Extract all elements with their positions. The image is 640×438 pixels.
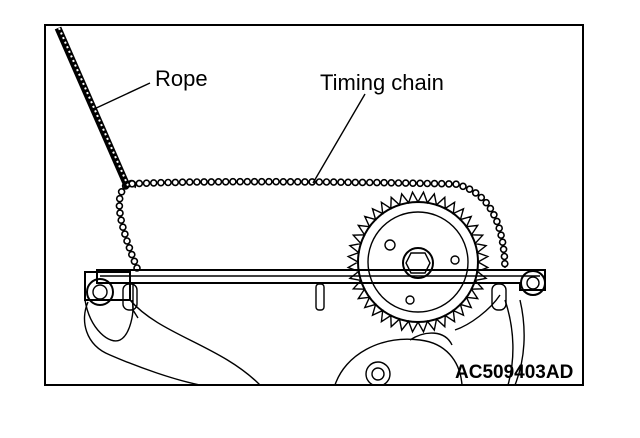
figure-frame	[44, 24, 584, 386]
figure-code: AC509403AD	[455, 362, 573, 383]
engine-body	[83, 294, 525, 385]
cylinder-head-plate	[84, 269, 546, 319]
rope-label: Rope	[155, 66, 208, 91]
timing-chain	[115, 177, 509, 272]
rope-leader-line	[91, 82, 151, 111]
timing-chain-leader-line	[312, 93, 366, 184]
camshaft-sprocket	[346, 190, 490, 334]
timing-chain-label: Timing chain	[320, 70, 444, 95]
rope	[54, 26, 137, 190]
sprocket-teeth	[346, 190, 490, 334]
